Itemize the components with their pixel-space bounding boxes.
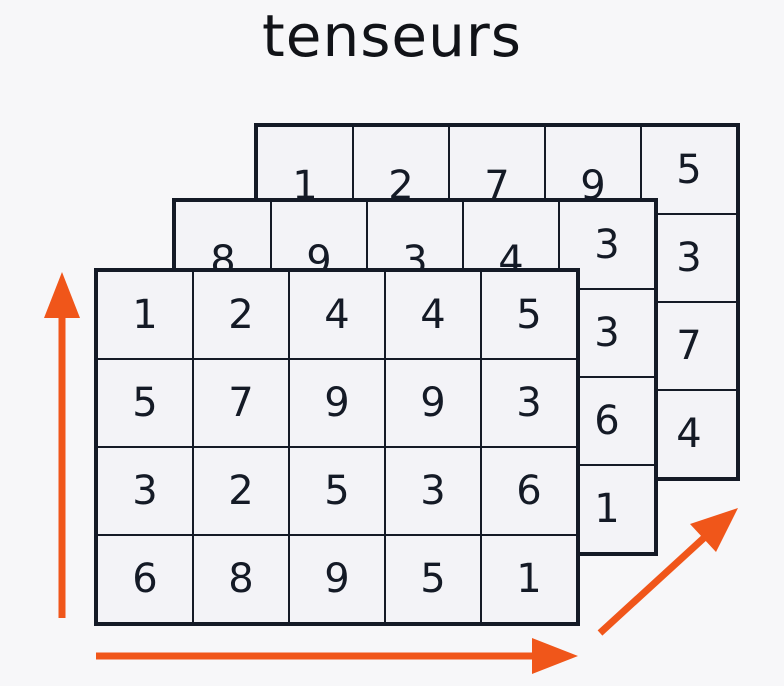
front-layer-cell: 4 [385, 271, 481, 359]
front-layer-cell: 2 [193, 447, 289, 535]
depth-axis-arrow [597, 508, 738, 636]
front-layer-cell: 9 [289, 359, 385, 447]
front-layer-cell: 7 [193, 359, 289, 447]
front-layer-cell: 6 [481, 447, 577, 535]
front-layer-cell: 6 [97, 535, 193, 623]
front-layer-cell: 1 [97, 271, 193, 359]
front-layer-cell: 4 [289, 271, 385, 359]
front-layer-cell: 3 [385, 447, 481, 535]
front-layer-cell: 3 [481, 359, 577, 447]
front-layer-cell: 8 [193, 535, 289, 623]
front-layer-cell: 5 [289, 447, 385, 535]
front-layer-cell: 2 [193, 271, 289, 359]
front-layer-cell: 5 [385, 535, 481, 623]
front-layer-cell: 3 [97, 447, 193, 535]
front-layer-cell: 5 [97, 359, 193, 447]
front-layer-cell: 5 [481, 271, 577, 359]
front-layer-cell: 1 [481, 535, 577, 623]
front-layer-cell: 9 [289, 535, 385, 623]
front-layer-cell: 9 [385, 359, 481, 447]
vertical-axis-arrow [44, 272, 80, 618]
horizontal-axis-arrow [96, 638, 578, 674]
page-title: tenseurs [262, 2, 522, 70]
